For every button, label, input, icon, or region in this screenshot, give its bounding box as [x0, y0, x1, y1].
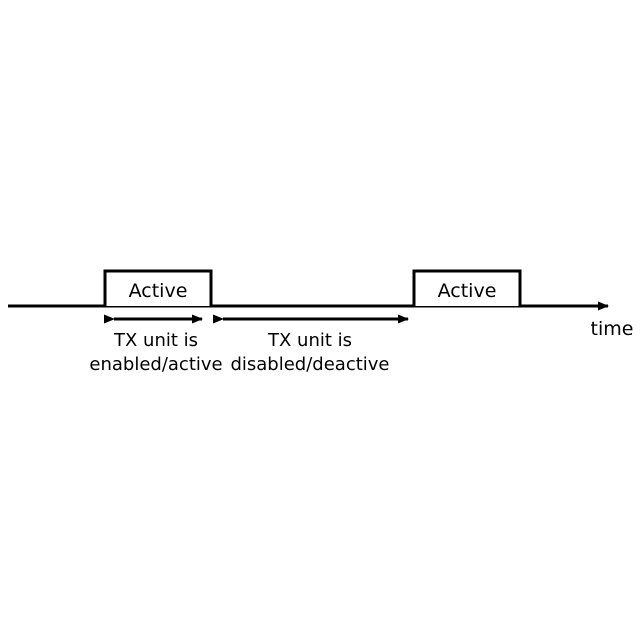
pulse-box-1-label: Active — [129, 280, 188, 302]
pulse-box-2-label: Active — [438, 280, 497, 302]
enabled-span-label-line1: TX unit is — [113, 330, 198, 351]
pulse-box-2: Active — [412, 269, 522, 306]
pulse-box-1-outline — [103, 269, 213, 306]
time-axis-label: time — [591, 318, 634, 340]
enabled-span-label: TX unit is enabled/active — [89, 330, 222, 375]
pulse-box-2-outline — [412, 269, 522, 306]
enabled-span-label-line2: enabled/active — [89, 354, 222, 375]
disabled-span-label-line1: TX unit is — [267, 330, 352, 351]
disabled-span-label: TX unit is disabled/deactive — [230, 330, 389, 375]
disabled-span-label-line2: disabled/deactive — [230, 354, 389, 375]
pulse-box-1: Active — [103, 269, 213, 306]
